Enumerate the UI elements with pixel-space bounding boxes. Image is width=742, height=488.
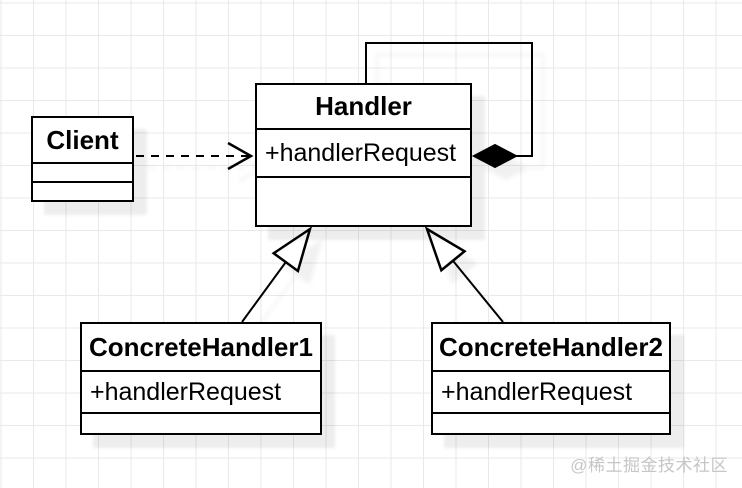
concrete-handler-1-method-label: +handlerRequest bbox=[82, 372, 320, 414]
client-methods-compartment bbox=[33, 183, 132, 200]
class-box-concrete-handler-1: ConcreteHandler1 +handlerRequest bbox=[80, 322, 322, 435]
concrete1-handler-generalization-arrow bbox=[241, 226, 313, 323]
client-attributes-compartment bbox=[33, 164, 132, 183]
concrete2-handler-generalization-arrow bbox=[424, 226, 504, 323]
handler-method-label: +handlerRequest bbox=[257, 130, 470, 178]
juejin-watermark: @稀土掘金技术社区 bbox=[570, 456, 728, 475]
class-box-handler: Handler +handlerRequest bbox=[255, 83, 472, 227]
class-title-concrete-handler-2: ConcreteHandler2 bbox=[433, 324, 669, 372]
concrete-handler-2-method-label: +handlerRequest bbox=[433, 372, 669, 414]
class-title-client: Client bbox=[33, 118, 132, 164]
class-box-concrete-handler-2: ConcreteHandler2 +handlerRequest bbox=[431, 322, 671, 435]
class-box-client: Client bbox=[31, 116, 134, 202]
class-title-handler: Handler bbox=[257, 85, 470, 130]
handler-empty-compartment bbox=[257, 178, 470, 225]
concrete-handler-2-empty-compartment bbox=[433, 414, 669, 433]
concrete-handler-1-empty-compartment bbox=[82, 414, 320, 433]
aggregation-diamond-icon bbox=[471, 143, 519, 169]
class-title-concrete-handler-1: ConcreteHandler1 bbox=[82, 324, 320, 372]
